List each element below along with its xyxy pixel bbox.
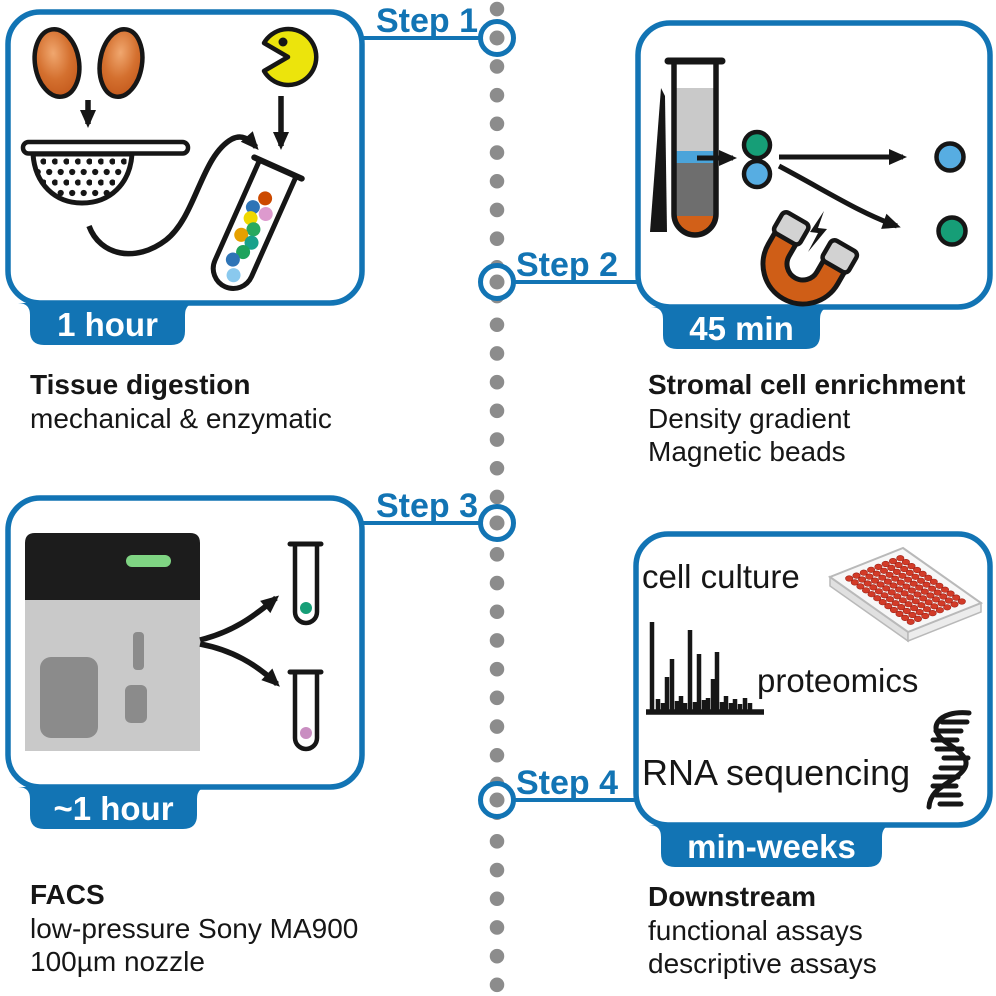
step-4-duration: min-weeks (687, 828, 856, 865)
step-4-label: Step 4 (516, 764, 619, 802)
well-plate-icon (827, 546, 984, 643)
step-4-detail: descriptive assays (648, 948, 877, 979)
step-3-timeline-marker (478, 504, 516, 542)
step-4-duration-badge (649, 825, 894, 867)
wedge-icon (650, 88, 667, 232)
sort-arrow-up (199, 595, 280, 643)
lightning-icon (808, 211, 827, 252)
step-2-title: Stromal cell enrichment (648, 369, 966, 400)
organ-pair-icon (32, 26, 145, 100)
sort-arrow-down (199, 641, 280, 687)
step-1-title: Tissue digestion (30, 369, 251, 400)
step-2-label: Step 2 (516, 246, 619, 284)
rna-icon (926, 710, 972, 810)
collection-tube-pink-icon (287, 669, 324, 752)
transfer-curve-arrow (86, 131, 259, 257)
density-gradient-tube-icon (664, 57, 726, 238)
step-3-label: Step 3 (375, 487, 478, 525)
step-2-duration: 45 min (689, 310, 794, 347)
step-1-caption: Tissue digestion mechanical & enzymatic (30, 368, 332, 435)
step-4-timeline-marker (478, 781, 516, 819)
step-1-timeline-marker (478, 19, 516, 57)
step-1-duration-badge (18, 303, 197, 345)
step-3-duration-badge (18, 787, 209, 829)
enriched-blue-cell (934, 141, 966, 173)
enzyme-pacman-icon (261, 26, 319, 88)
downstream-item-cell-culture: cell culture (642, 558, 800, 595)
cell-dots-icon (741, 129, 773, 190)
step-4-detail: functional assays (648, 915, 863, 946)
collection-tube-green-icon (287, 541, 324, 626)
step-3-title: FACS (30, 879, 105, 910)
step-4-title: Downstream (648, 881, 817, 912)
step-2-detail: Density gradient (648, 403, 851, 434)
step-4-caption: Downstream functional assays descriptive… (648, 880, 877, 980)
mass-spectrum-icon (646, 622, 764, 715)
step-3-duration: ~1 hour (53, 790, 174, 827)
step-2-caption: Stromal cell enrichment Density gradient… (648, 368, 965, 468)
step-3-detail: 100µm nozzle (30, 946, 205, 977)
cell-sorter-icon (25, 533, 200, 751)
downstream-item-proteomics: proteomics (757, 662, 919, 699)
step-3-caption: FACS low-pressure Sony MA900 100µm nozzl… (30, 878, 358, 978)
downstream-item-rna-sequencing: RNA sequencing (642, 752, 911, 793)
strainer-icon (20, 139, 191, 206)
step-1-detail: mechanical & enzymatic (30, 403, 332, 434)
step-2-timeline-marker (478, 263, 516, 301)
step-2-duration-badge (651, 307, 832, 349)
step-1-duration: 1 hour (57, 306, 158, 343)
enriched-green-cell (936, 215, 968, 247)
cell-suspension-tube-icon (210, 154, 305, 291)
positive-fraction-arrow (777, 163, 901, 229)
magnet-icon (760, 210, 860, 307)
step-3-detail: low-pressure Sony MA900 (30, 913, 359, 944)
step-2-detail: Magnetic beads (648, 436, 846, 467)
step-1-label: Step 1 (375, 2, 478, 40)
